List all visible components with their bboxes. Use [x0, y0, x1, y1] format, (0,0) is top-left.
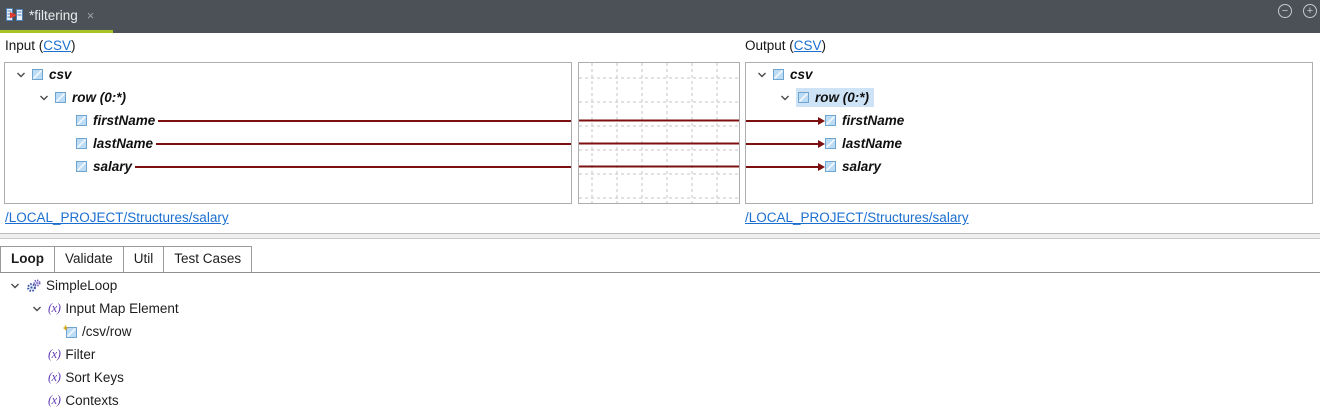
element-icon [55, 92, 66, 103]
chevron-down-icon[interactable] [779, 92, 791, 104]
output-csv-link[interactable]: CSV [793, 38, 822, 53]
active-tab-underline [0, 30, 113, 33]
output-node-label: row (0:*) [815, 90, 869, 105]
loop-node-contexts[interactable]: (x) Contexts [0, 389, 1320, 412]
tab-loop[interactable]: Loop [0, 246, 55, 272]
chevron-down-icon[interactable] [15, 69, 27, 81]
element-icon [76, 161, 87, 172]
maximize-view-icon[interactable]: + [1303, 4, 1317, 18]
loop-node-simpleloop[interactable]: SimpleLoop [0, 274, 1320, 297]
element-icon [798, 92, 809, 103]
loop-node-label: Contexts [65, 393, 119, 408]
element-icon [825, 138, 836, 149]
input-node-label: salary [93, 159, 133, 174]
mapping-line[interactable] [156, 142, 571, 145]
expression-icon: (x) [48, 301, 61, 315]
arrowhead-icon [818, 162, 825, 171]
element-icon [76, 138, 87, 149]
output-tree-panel: csv row (0:*) firstName lastName salary [745, 62, 1313, 204]
loop-node-csv-row[interactable]: /csv/row [0, 320, 1320, 343]
mapping-arrow [746, 162, 825, 171]
input-node-salary[interactable]: salary [5, 155, 571, 178]
loop-node-label: Input Map Element [65, 301, 179, 316]
input-node-label: firstName [93, 113, 156, 128]
loop-tree: SimpleLoop (x) Input Map Element /csv/ro… [0, 274, 1320, 412]
editor-tab-filtering[interactable]: *filtering × [0, 0, 113, 30]
arrowhead-icon [818, 139, 825, 148]
output-header-text: Output ( [745, 38, 794, 53]
element-icon [76, 115, 87, 126]
input-node-label: csv [49, 67, 72, 82]
loop-node-filter[interactable]: (x) Filter [0, 343, 1320, 366]
mapper-file-icon [6, 8, 23, 21]
element-icon [825, 161, 836, 172]
output-node-row-selected[interactable]: row (0:*) [746, 86, 1312, 109]
horizontal-splitter[interactable] [0, 233, 1320, 239]
element-icon [773, 69, 784, 80]
editor-tab-title: *filtering [29, 7, 78, 23]
chevron-down-icon[interactable] [756, 69, 768, 81]
output-header: Output (CSV) [745, 38, 826, 53]
input-node-csv[interactable]: csv [5, 63, 571, 86]
element-icon [825, 115, 836, 126]
output-node-csv[interactable]: csv [746, 63, 1312, 86]
element-new-icon [63, 325, 77, 338]
minimize-view-icon[interactable]: − [1278, 4, 1292, 18]
input-structure-link[interactable]: /LOCAL_PROJECT/Structures/salary [5, 210, 229, 225]
output-structure-link[interactable]: /LOCAL_PROJECT/Structures/salary [745, 210, 969, 225]
expression-icon: (x) [48, 347, 61, 361]
output-header-close: ) [821, 38, 827, 53]
output-node-label: salary [842, 159, 882, 174]
input-header-text: Input ( [5, 38, 44, 53]
input-node-label: lastName [93, 136, 154, 151]
mapping-line[interactable] [135, 165, 571, 168]
input-node-row[interactable]: row (0:*) [5, 86, 571, 109]
output-node-salary[interactable]: salary [746, 155, 1312, 178]
mapping-line[interactable] [158, 119, 571, 122]
chevron-down-icon[interactable] [38, 92, 50, 104]
output-node-label: firstName [842, 113, 905, 128]
loop-node-label: /csv/row [82, 324, 132, 339]
input-tree-panel: csv row (0:*) firstName lastName salary [4, 62, 572, 204]
input-header: Input (CSV) [5, 38, 76, 53]
chevron-down-icon[interactable] [31, 303, 43, 315]
expression-icon: (x) [48, 370, 61, 384]
input-node-firstname[interactable]: firstName [5, 109, 571, 132]
tab-util[interactable]: Util [123, 246, 165, 272]
element-icon [32, 69, 43, 80]
gears-icon [27, 279, 41, 292]
input-csv-link[interactable]: CSV [43, 38, 72, 53]
close-tab-icon[interactable]: × [86, 7, 95, 23]
input-node-label: row (0:*) [72, 90, 126, 105]
mapping-arrow [746, 116, 825, 125]
loop-node-label: Sort Keys [65, 370, 124, 385]
loop-node-input-map-element[interactable]: (x) Input Map Element [0, 297, 1320, 320]
mapping-canvas[interactable] [578, 62, 740, 204]
output-node-lastname[interactable]: lastName [746, 132, 1312, 155]
output-node-firstname[interactable]: firstName [746, 109, 1312, 132]
mapping-grid [579, 63, 739, 203]
chevron-down-icon[interactable] [9, 280, 21, 292]
loop-node-label: Filter [65, 347, 96, 362]
output-node-label: lastName [842, 136, 903, 151]
output-node-label: csv [790, 67, 813, 82]
input-header-close: ) [71, 38, 76, 53]
arrowhead-icon [818, 116, 825, 125]
mapping-arrow [746, 139, 825, 148]
editor-tabbar: *filtering × − + [0, 0, 1320, 33]
input-node-lastname[interactable]: lastName [5, 132, 571, 155]
loop-node-label: SimpleLoop [46, 278, 118, 293]
expression-icon: (x) [48, 393, 61, 407]
selected-node-highlight[interactable]: row (0:*) [796, 88, 874, 107]
tab-test-cases[interactable]: Test Cases [164, 246, 253, 272]
bottom-tab-folder: Loop Validate Util Test Cases [0, 246, 1320, 273]
loop-node-sort-keys[interactable]: (x) Sort Keys [0, 366, 1320, 389]
tab-validate[interactable]: Validate [55, 246, 124, 272]
